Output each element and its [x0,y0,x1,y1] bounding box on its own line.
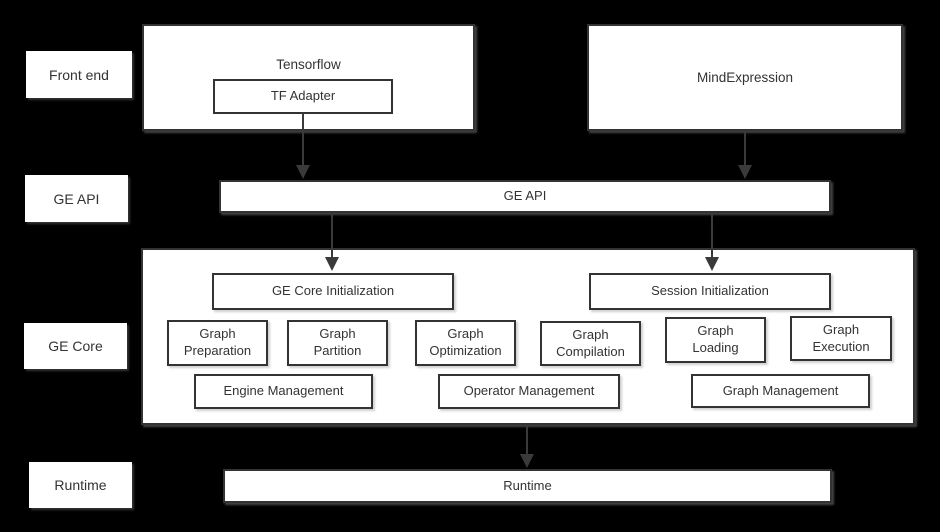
node-graph-management: Graph Management [691,374,870,408]
node-runtime-bar: Runtime [223,469,832,503]
row-label-ge-core: GE Core [24,323,127,369]
connector-ge-api-to-ge-core-init arrow-down-icon [325,213,339,271]
node-tensorflow: Tensorflow [142,24,475,131]
node-operator-management: Operator Management [438,374,620,409]
connector-ge-api-to-session-init arrow-down-icon [705,213,719,271]
node-graph-execution: Graph Execution [790,316,892,361]
node-tf-adapter: TF Adapter [213,79,393,114]
node-graph-partition: Graph Partition [287,320,388,366]
node-graph-loading: Graph Loading [665,317,766,363]
row-label-front-end: Front end [26,51,132,98]
tensorflow-title: Tensorflow [276,57,341,72]
node-graph-preparation: Graph Preparation [167,320,268,366]
connector-tf-adapter-to-ge-api arrow-down-icon [296,113,310,179]
node-session-initialization: Session Initialization [589,273,831,310]
node-engine-management: Engine Management [194,374,373,409]
node-mindexpression: MindExpression [587,24,903,131]
node-graph-compilation: Graph Compilation [540,321,641,366]
node-graph-optimization: Graph Optimization [415,320,516,366]
row-label-ge-api: GE API [25,175,128,222]
connector-ge-core-to-runtime arrow-down-icon [520,425,534,468]
node-ge-api-bar: GE API [219,180,831,213]
row-label-runtime: Runtime [29,462,132,508]
connector-mindexpression-to-ge-api arrow-down-icon [738,131,752,179]
node-ge-core-initialization: GE Core Initialization [212,273,454,310]
